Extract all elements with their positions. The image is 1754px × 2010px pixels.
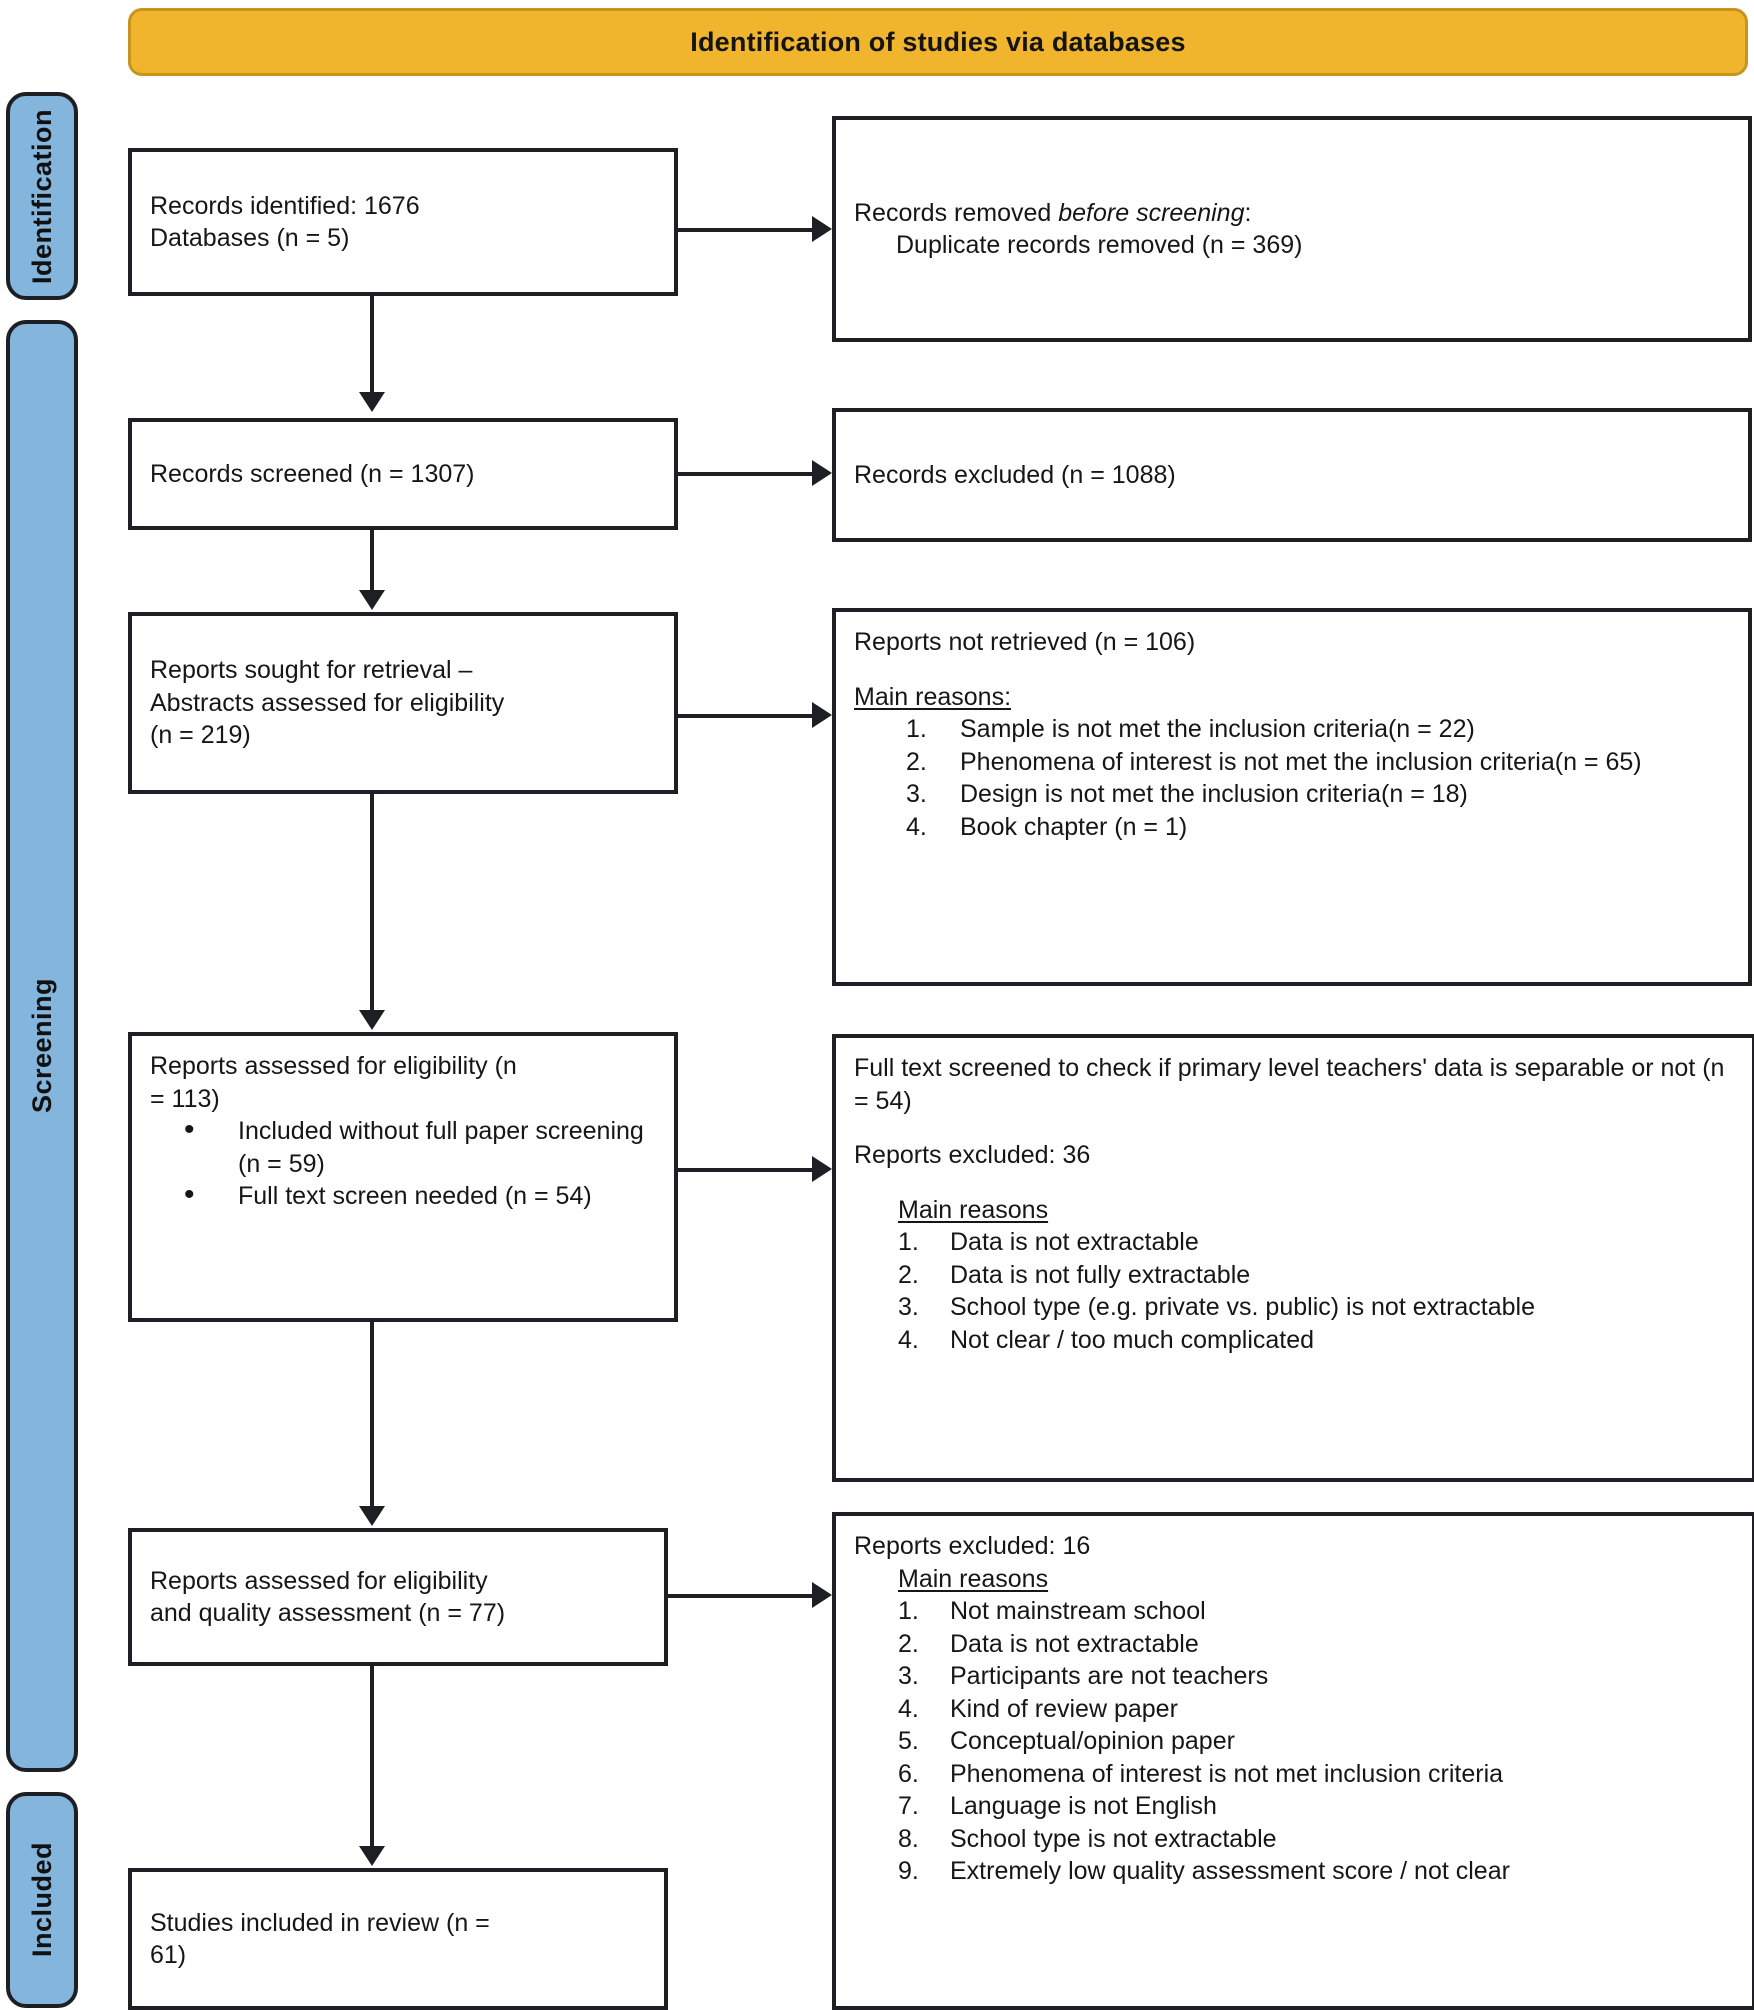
- arrow-identified-to-screened: [359, 392, 385, 412]
- list-item: Extremely low quality assessment score /…: [898, 1855, 1510, 1887]
- arrow-quality-to-included: [359, 1846, 385, 1866]
- arrow-quality-to-excluded: [812, 1582, 832, 1608]
- box-records-screened: Records screened (n = 1307): [128, 418, 678, 530]
- spacer: [854, 1117, 1734, 1139]
- list-item: Design is not met the inclusion criteria…: [906, 778, 1468, 810]
- box-records-excluded: Records excluded (n = 1088): [832, 408, 1752, 542]
- records-removed-heading: Records removed before screening:: [854, 197, 1730, 230]
- page-title: Identification of studies via databases: [690, 26, 1186, 57]
- spacer: [854, 1172, 1734, 1194]
- reports-sought-line-1: Reports sought for retrieval –: [150, 656, 473, 685]
- connector-quality-to-included: [370, 1666, 374, 1848]
- reports-excluded-16-reasons-heading: Main reasons: [898, 1564, 1049, 1593]
- list-item: School type is not extractable: [898, 1823, 1277, 1855]
- box-studies-included: Studies included in review (n = 61): [128, 1868, 668, 2010]
- reports-assessed-line-1: Reports assessed for eligibility (n: [150, 1052, 517, 1080]
- box-reports-assessed-eligibility: Reports assessed for eligibility (n = 11…: [128, 1032, 678, 1322]
- full-text-reasons-heading: Main reasons: [898, 1195, 1049, 1224]
- list-item: Full text screen needed (n = 54): [150, 1178, 656, 1213]
- full-text-reasons-list: Data is not extractable Data is not full…: [854, 1226, 1734, 1356]
- records-removed-duplicates: Duplicate records removed (n = 369): [896, 231, 1303, 259]
- reports-assessed-line-2: = 113): [150, 1084, 220, 1113]
- connector-assessed-to-full-text: [678, 1168, 814, 1172]
- records-excluded-line-1: Records excluded (n = 1088): [854, 460, 1176, 489]
- connector-sought-to-not-retrieved: [678, 714, 814, 718]
- connector-sought-to-assessed: [370, 794, 374, 1012]
- stage-label-screening: Screening: [26, 978, 57, 1114]
- box-reports-not-retrieved: Reports not retrieved (n = 106) Main rea…: [832, 608, 1752, 986]
- list-item: Book chapter (n = 1): [906, 811, 1188, 843]
- connector-assessed-to-quality: [370, 1322, 374, 1508]
- list-item: Conceptual/opinion paper: [898, 1725, 1235, 1757]
- list-item: Language is not English: [898, 1790, 1217, 1822]
- arrow-sought-to-assessed: [359, 1010, 385, 1030]
- studies-included-line-2: 61): [150, 1941, 187, 1969]
- reports-not-retrieved-line-1: Reports not retrieved (n = 106): [854, 628, 1196, 656]
- spacer: [854, 659, 1730, 681]
- connector-quality-to-excluded: [668, 1594, 814, 1598]
- arrow-sought-to-not-retrieved: [812, 702, 832, 728]
- list-item: Not mainstream school: [898, 1595, 1206, 1627]
- arrow-screened-to-excluded: [812, 460, 832, 486]
- list-item: Participants are not teachers: [898, 1660, 1269, 1692]
- list-item: Kind of review paper: [898, 1693, 1178, 1725]
- records-removed-heading-italic: before screening: [1058, 198, 1245, 227]
- quality-assessment-line-1: Reports assessed for eligibility: [150, 1566, 488, 1595]
- box-quality-assessment: Reports assessed for eligibility and qua…: [128, 1528, 668, 1666]
- connector-screened-to-excluded: [678, 472, 814, 476]
- records-removed-heading-a: Records removed: [854, 198, 1059, 227]
- list-item: Data is not extractable: [898, 1628, 1199, 1660]
- connector-screened-to-sought: [370, 530, 374, 592]
- studies-included-line-1: Studies included in review (n =: [150, 1908, 490, 1937]
- connector-identified-to-removed: [678, 228, 814, 232]
- list-item: Data is not fully extractable: [898, 1259, 1251, 1291]
- list-item: School type (e.g. private vs. public) is…: [898, 1291, 1536, 1323]
- box-records-removed: Records removed before screening: Duplic…: [832, 116, 1752, 342]
- box-reports-sought: Reports sought for retrieval – Abstracts…: [128, 612, 678, 794]
- arrow-screened-to-sought: [359, 590, 385, 610]
- stage-bar-screening: Screening: [6, 320, 78, 1772]
- records-identified-line-1: Records identified: 1676: [150, 191, 420, 220]
- quality-assessment-line-2: and quality assessment (n = 77): [150, 1599, 506, 1627]
- stage-bar-included: Included: [6, 1792, 78, 2008]
- list-item: Sample is not met the inclusion criteria…: [906, 713, 1475, 745]
- list-item: Phenomena of interest is not met inclusi…: [898, 1758, 1504, 1790]
- reports-sought-line-3: (n = 219): [150, 721, 251, 750]
- reports-sought-line-2: Abstracts assessed for eligibility: [150, 688, 505, 717]
- reports-assessed-bullet-list: Included without full paper screening (n…: [150, 1113, 656, 1213]
- arrow-assessed-to-full-text: [812, 1156, 832, 1182]
- reports-excluded-16-reasons-list: Not mainstream school Data is not extrac…: [854, 1595, 1734, 1888]
- reports-not-retrieved-reasons-heading: Main reasons:: [854, 682, 1012, 711]
- reports-not-retrieved-reasons-list: Sample is not met the inclusion criteria…: [854, 713, 1730, 843]
- stage-bar-identification: Identification: [6, 92, 78, 300]
- records-screened-line-1: Records screened (n = 1307): [150, 459, 475, 488]
- arrow-assessed-to-quality: [359, 1506, 385, 1526]
- records-removed-heading-b: :: [1244, 198, 1252, 227]
- records-identified-line-2: Databases (n = 5): [150, 224, 350, 252]
- stage-label-identification: Identification: [26, 108, 57, 284]
- box-reports-excluded-quality: Reports excluded: 16 Main reasons Not ma…: [832, 1512, 1754, 2010]
- list-item: Phenomena of interest is not met the inc…: [906, 746, 1642, 778]
- arrow-identified-to-removed: [812, 216, 832, 242]
- box-records-identified: Records identified: 1676 Databases (n = …: [128, 148, 678, 296]
- full-text-screened-line-1: Full text screened to check if primary l…: [854, 1054, 1732, 1115]
- list-item: Data is not extractable: [898, 1226, 1199, 1258]
- connector-identified-to-screened: [370, 296, 374, 392]
- reports-excluded-16-line-1: Reports excluded: 16: [854, 1532, 1091, 1560]
- full-text-reports-excluded: Reports excluded: 36: [854, 1141, 1091, 1169]
- header-banner: Identification of studies via databases: [128, 8, 1748, 76]
- list-item: Not clear / too much complicated: [898, 1324, 1315, 1356]
- stage-label-included: Included: [26, 1842, 57, 1958]
- box-full-text-screened: Full text screened to check if primary l…: [832, 1034, 1754, 1482]
- list-item: Included without full paper screening (n…: [150, 1113, 656, 1180]
